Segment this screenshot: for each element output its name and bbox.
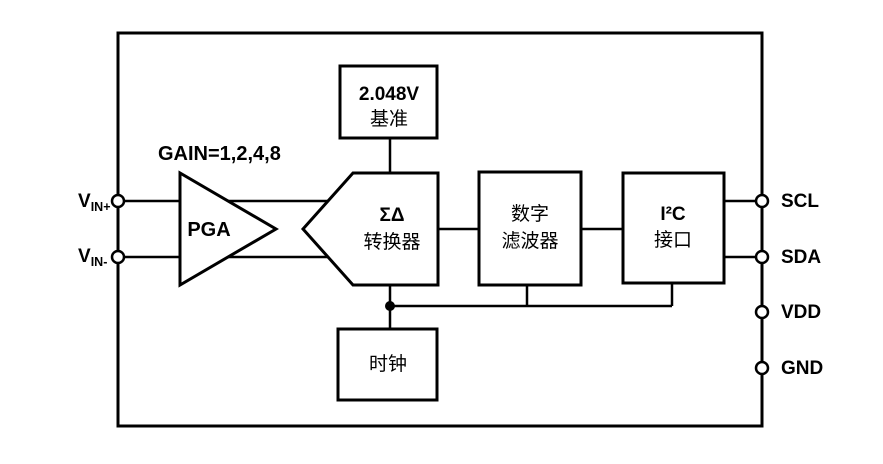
sigma-delta-label-line2: 转换器	[363, 231, 420, 253]
digital-filter-label-line1: 数字	[511, 203, 549, 225]
pin-vdd	[754, 304, 770, 320]
reference-label-line1: 2.048V	[359, 84, 420, 105]
pin-label-vin-minus-base: V	[78, 246, 91, 267]
i2c-label-line1: I²C	[660, 204, 686, 225]
digital-filter-label-line2: 滤波器	[501, 230, 558, 252]
pin-label-vin-minus: VIN-	[78, 246, 107, 269]
pin-label-sda: SDA	[781, 247, 821, 268]
i2c-block	[621, 171, 726, 285]
pga-label: PGA	[187, 219, 230, 241]
pga-triangle	[178, 170, 279, 288]
pin-label-vin-plus-sub: IN+	[91, 200, 111, 214]
pin-label-vin-minus-sub: IN-	[91, 255, 108, 269]
junction-dot	[385, 301, 395, 311]
pin-scl	[754, 193, 770, 209]
i2c-label-line2: 接口	[654, 229, 692, 251]
pin-vin-plus	[110, 193, 126, 209]
pin-label-vdd: VDD	[781, 302, 821, 323]
reference-block	[338, 64, 439, 140]
gain-label: GAIN=1,2,4,8	[158, 143, 281, 165]
sigma-delta-label-line1: ΣΔ	[379, 205, 404, 226]
pin-label-vin-plus-base: V	[78, 191, 91, 212]
reference-label-line2: 基准	[370, 108, 408, 130]
pin-label-vin-plus: VIN+	[78, 191, 111, 214]
clock-block	[336, 327, 439, 402]
pin-label-scl: SCL	[781, 191, 819, 212]
pin-label-gnd: GND	[781, 358, 823, 379]
pin-gnd	[754, 360, 770, 376]
digital-filter-block	[477, 170, 583, 287]
pin-vin-minus	[110, 249, 126, 265]
clock-label: 时钟	[369, 353, 407, 375]
pin-sda	[754, 249, 770, 265]
